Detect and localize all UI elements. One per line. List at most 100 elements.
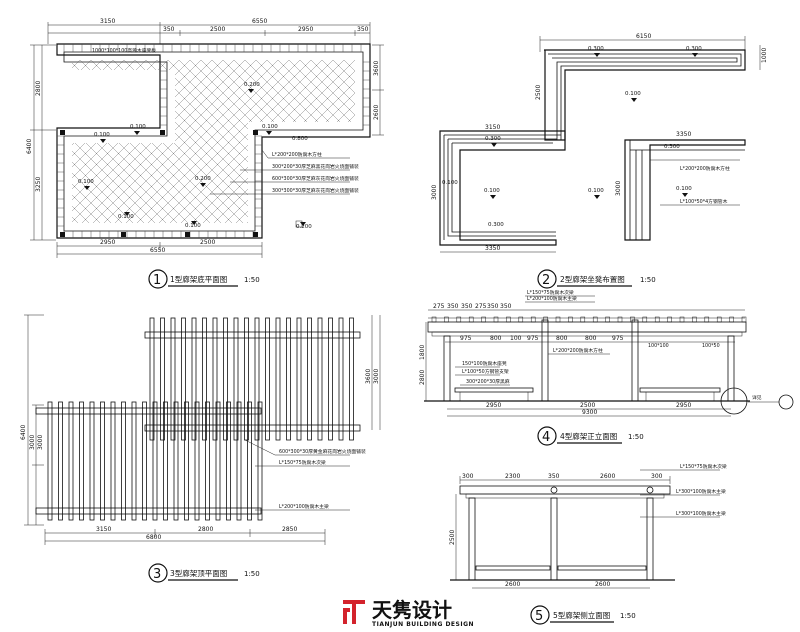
plan3-dim-left: 6400 xyxy=(20,425,27,440)
rafter-slat xyxy=(181,317,186,441)
elev4-note: L*150*75防腐木次梁 xyxy=(527,289,574,296)
paving-hatch-line xyxy=(277,60,355,223)
elev5-title: 5型廊架侧立面图 xyxy=(553,610,610,620)
elev4-dim-left: 1800 xyxy=(419,345,426,360)
paving-hatch-line xyxy=(72,60,103,223)
rafter-slat xyxy=(247,401,252,521)
plan1-dim-bottom: 6550 xyxy=(150,247,165,254)
plan1-title: 1型廊架底平面图 xyxy=(170,274,227,284)
rafter-slat xyxy=(149,317,155,441)
rafter-slat xyxy=(152,401,158,521)
plan3-dim-bottom: 2800 xyxy=(198,526,213,533)
elev5-note: L*300*100防腐木主梁 xyxy=(676,488,726,495)
paving-hatch-line xyxy=(299,60,355,223)
paving-hatch-line xyxy=(332,60,355,223)
paving-hatch-line xyxy=(0,60,25,225)
plan1-level: 0.200 xyxy=(195,176,211,182)
elev5-dim-top: 2300 xyxy=(505,473,520,480)
paving-hatch-line xyxy=(266,60,355,223)
rafter-slat xyxy=(47,401,53,521)
paving-hatch-line xyxy=(321,60,355,223)
paving-hatch-line xyxy=(72,60,136,223)
plan2-dim-top: 6150 xyxy=(636,33,651,40)
rafter-slat xyxy=(170,317,176,441)
rafter-slat xyxy=(68,401,74,521)
paving-hatch-line xyxy=(72,60,136,223)
plan2-dim-mid: 3350 xyxy=(676,131,691,138)
plan3-note: L*150*75防腐木次梁 xyxy=(279,459,326,466)
paving-hatch-line xyxy=(72,60,125,223)
rafter-slat xyxy=(100,401,105,521)
elev4-note: L*200*200防腐木方柱 xyxy=(553,347,603,354)
plan3-dim-right: 3000 xyxy=(373,369,380,384)
elev5-dim-left: 2500 xyxy=(449,530,456,545)
plan2-level: 0.300 xyxy=(485,136,501,142)
plan1-note: 300*300*30厚芝麻灰花岗岩火烧面铺装 xyxy=(272,187,359,194)
plan1-level: 0.100 xyxy=(185,223,201,229)
paving-hatch-line xyxy=(366,60,531,225)
plan2-dim-right: 3000 xyxy=(615,181,622,196)
plan2-level: 0.100 xyxy=(588,188,604,194)
elev4-note: L*100*50方钢管支架 xyxy=(462,368,509,375)
rafter-slat xyxy=(202,317,207,441)
elev4-dim-top-a: 350 xyxy=(461,303,473,310)
plan2-number: 2 xyxy=(542,273,550,288)
plan3-scale: 1:50 xyxy=(244,570,260,578)
plan1-dim-top: 3150 xyxy=(100,18,115,25)
paving-hatch-line xyxy=(123,60,290,223)
elev4-dim-top-a: 275 xyxy=(475,303,487,310)
plan3-dim-right: 3600 xyxy=(365,369,372,384)
elev4-label: 100*50 xyxy=(702,343,720,349)
plan2-view: 6150 1000 2500 3150 3000 3350 3350 3000 … xyxy=(431,33,768,289)
elev4-note: L*200*100防腐木主梁 xyxy=(527,295,577,302)
plan1-note: 300*200*30厚芝麻黑花岗岩火烧面铺装 xyxy=(272,163,359,170)
elev5-dim-top: 300 xyxy=(462,473,474,480)
paving-hatch-line xyxy=(72,60,147,223)
plan1-dim-right: 3600 xyxy=(373,61,380,76)
elev4-dim-top-a: 350 xyxy=(447,303,459,310)
rafter-slat xyxy=(307,317,312,441)
logo-mark-icon xyxy=(343,600,365,624)
elev4-note: 300*200*30厚黑麻 xyxy=(466,378,510,385)
plan3-dim-bottom: 6800 xyxy=(146,534,161,541)
rafter-slat xyxy=(163,401,168,521)
rafter-slat xyxy=(233,317,239,441)
plan1-level: 0.100 xyxy=(118,214,134,220)
company-logo: 天隽设计 TIANJUN BUILDING DESIGN xyxy=(343,598,474,628)
elev5-number: 5 xyxy=(535,609,543,624)
plan1-level: 0.100 xyxy=(94,132,110,138)
elev5-dim-top: 300 xyxy=(651,473,663,480)
paving-hatch-line xyxy=(244,60,355,223)
elev4-dim-top-a: 350 xyxy=(487,303,499,310)
paving-hatch-line xyxy=(332,60,355,223)
paving-hatch-line xyxy=(0,60,25,225)
elev4-dim-bottom: 2950 xyxy=(676,402,691,409)
plan2-dim-mid: 3150 xyxy=(485,124,500,131)
plan1-dim-top: 2500 xyxy=(210,26,225,33)
paving-hatch-line xyxy=(255,60,355,223)
elev4-dim-top-b: 800 xyxy=(556,335,568,342)
plan1-dim-top: 350 xyxy=(163,26,175,33)
plan1-dim-left: 2800 xyxy=(35,81,42,96)
plan1-paving-hatch xyxy=(0,60,531,225)
plan2-level: 0.300 xyxy=(686,46,702,52)
plan2-level: 0.300 xyxy=(488,222,504,228)
plan2-level: 0.100 xyxy=(625,91,641,97)
elev5-view: 300 2300 350 2600 300 2500 L*150*75防腐木次梁… xyxy=(449,463,727,625)
paving-hatch-line xyxy=(72,60,103,223)
paving-hatch-line xyxy=(366,60,531,225)
plan1-view: 3150 6550 350 2500 2950 350 2800 6400 32… xyxy=(0,18,531,289)
paving-hatch-line xyxy=(145,60,312,223)
rafter-slat xyxy=(349,317,354,441)
rafter-slat xyxy=(226,401,231,521)
plan1-dim-top: 6550 xyxy=(252,18,267,25)
plan3-dim-left-b: 3000 xyxy=(29,435,36,450)
plan3-note: L*200*100防腐木主梁 xyxy=(279,503,329,510)
plan1-dim-bottom: 2500 xyxy=(200,239,215,246)
elev4-dim-top-b: 100 xyxy=(510,335,522,342)
plan1-dim-bottom: 2950 xyxy=(100,239,115,246)
elev4-dim-bottom: 2950 xyxy=(486,402,501,409)
plan2-scale: 1:50 xyxy=(640,276,656,284)
elev4-dim-top-b: 800 xyxy=(585,335,597,342)
